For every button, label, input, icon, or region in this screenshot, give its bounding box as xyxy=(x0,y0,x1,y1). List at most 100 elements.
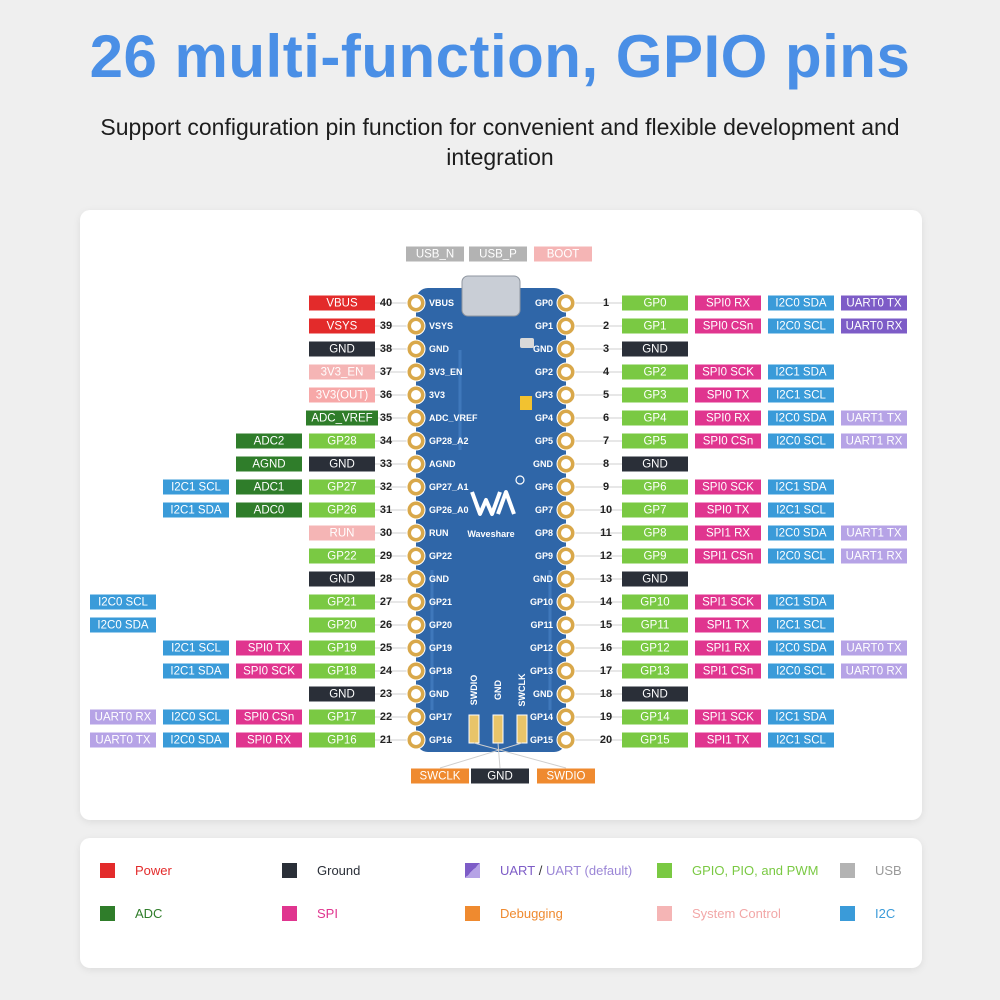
legend-item-uart: UART / UART (default) xyxy=(465,863,632,878)
pin-number: 8 xyxy=(603,458,609,470)
pin-number: 4 xyxy=(603,366,610,378)
pin-hole xyxy=(411,528,421,538)
pin-number: 18 xyxy=(600,688,612,700)
svg-text:GND: GND xyxy=(329,459,355,471)
svg-text:SPI0 TX: SPI0 TX xyxy=(707,390,750,402)
svg-text:SPI1 SCK: SPI1 SCK xyxy=(702,712,754,724)
debug-pad-label: GND xyxy=(493,680,503,701)
svg-text:ADC_VREF: ADC_VREF xyxy=(311,413,372,425)
pin-silk-label: GP9 xyxy=(535,551,553,561)
pin-number: 13 xyxy=(600,573,612,585)
svg-text:SWDIO: SWDIO xyxy=(547,771,586,783)
svg-text:SPI0 CSn: SPI0 CSn xyxy=(703,321,754,333)
pin-function-label: UART1 TX xyxy=(841,410,907,426)
pin-hole xyxy=(411,735,421,745)
legend-item-i2c: I2C xyxy=(840,906,895,921)
svg-text:GND: GND xyxy=(642,689,668,701)
pin-function-label: GP21 xyxy=(309,594,375,610)
pin-hole xyxy=(561,298,571,308)
pin-function-label: I2C0 SDA xyxy=(768,525,834,541)
legend-label: I2C xyxy=(875,906,896,921)
svg-text:SPI1 RX: SPI1 RX xyxy=(706,528,750,540)
pin-function-label: SPI0 CSn xyxy=(236,709,302,725)
pin-silk-label: GP21 xyxy=(429,597,452,607)
svg-text:UART1 RX: UART1 RX xyxy=(846,551,903,563)
pin-hole xyxy=(561,551,571,561)
pin-silk-label: GP15 xyxy=(530,735,553,745)
pin-function-label: SPI1 CSn xyxy=(695,663,761,679)
pin-hole xyxy=(411,597,421,607)
bottom-connector-label: SWCLK xyxy=(411,768,469,784)
page-title: 26 multi-function, GPIO pins xyxy=(89,23,911,90)
pin-function-label: GP17 xyxy=(309,709,375,725)
pin-silk-label: GND xyxy=(429,574,450,584)
svg-text:I2C1 SCL: I2C1 SCL xyxy=(776,390,826,402)
pin-function-label: SPI0 TX xyxy=(695,387,761,403)
pin-hole xyxy=(411,574,421,584)
pin-number: 34 xyxy=(380,435,393,447)
svg-text:SPI0 RX: SPI0 RX xyxy=(247,735,291,747)
pin-number: 36 xyxy=(380,389,392,401)
svg-text:VBUS: VBUS xyxy=(326,298,358,310)
svg-text:I2C0 SDA: I2C0 SDA xyxy=(775,298,826,310)
svg-text:I2C0 SCL: I2C0 SCL xyxy=(776,666,826,678)
pin-function-label: I2C0 SCL xyxy=(768,548,834,564)
svg-text:UART0 TX: UART0 TX xyxy=(95,735,151,747)
pin-silk-label: GP12 xyxy=(530,643,553,653)
svg-text:GP10: GP10 xyxy=(640,597,669,609)
logo-text: Waveshare xyxy=(467,529,514,539)
pin-function-label: ADC2 xyxy=(236,433,302,449)
legend-label: USB xyxy=(875,863,902,878)
pin-function-label: GND xyxy=(622,341,688,357)
pin-hole xyxy=(411,298,421,308)
pin-function-label: SPI1 TX xyxy=(695,732,761,748)
pin-function-label: RUN xyxy=(309,525,375,541)
legend-item-gpio: GPIO, PIO, and PWM xyxy=(657,863,818,878)
pin-function-label: I2C0 SDA xyxy=(768,410,834,426)
pin-function-label: GP26 xyxy=(309,502,375,518)
pin-number: 17 xyxy=(600,665,612,677)
pin-function-label: GP28 xyxy=(309,433,375,449)
legend-label: Debugging xyxy=(500,906,563,921)
pin-function-label: GP6 xyxy=(622,479,688,495)
pin-function-label: I2C0 SCL xyxy=(768,433,834,449)
pin-function-label: I2C0 SCL xyxy=(768,318,834,334)
svg-text:I2C1 SDA: I2C1 SDA xyxy=(775,367,826,379)
svg-text:GP27: GP27 xyxy=(327,482,356,494)
pin-function-label: SPI0 SCK xyxy=(695,479,761,495)
svg-text:GP15: GP15 xyxy=(640,735,669,747)
pin-number: 9 xyxy=(603,481,609,493)
pin-hole xyxy=(561,505,571,515)
pin-function-label: AGND xyxy=(236,456,302,472)
pin-hole xyxy=(411,367,421,377)
pin-number: 24 xyxy=(380,665,393,677)
pin-silk-label: GP0 xyxy=(535,298,553,308)
pin-silk-label: GP17 xyxy=(429,712,452,722)
legend-swatch xyxy=(840,863,855,878)
svg-text:SPI0 TX: SPI0 TX xyxy=(248,643,291,655)
legend-swatch xyxy=(657,906,672,921)
legend-label: UART xyxy=(500,863,536,878)
pin-function-label: I2C0 SCL xyxy=(90,594,156,610)
svg-text:3V3_EN: 3V3_EN xyxy=(321,367,364,379)
pin-function-label: GP7 xyxy=(622,502,688,518)
svg-text:SPI1 TX: SPI1 TX xyxy=(707,620,750,632)
svg-text:I2C0 SDA: I2C0 SDA xyxy=(775,528,826,540)
pin-hole xyxy=(411,413,421,423)
pin-function-label: SPI1 RX xyxy=(695,525,761,541)
pin-function-label: UART0 TX xyxy=(90,732,156,748)
svg-text:SPI0 SCK: SPI0 SCK xyxy=(702,367,754,379)
bottom-connector-label: GND xyxy=(471,768,529,784)
svg-text:SPI0 SCK: SPI0 SCK xyxy=(702,482,754,494)
pin-number: 33 xyxy=(380,458,392,470)
pin-hole xyxy=(561,666,571,676)
pin-function-label: I2C0 SDA xyxy=(768,295,834,311)
svg-text:GP3: GP3 xyxy=(643,390,666,402)
pin-function-label: I2C0 SCL xyxy=(163,709,229,725)
legend-label: / xyxy=(535,863,546,878)
pin-function-label: I2C1 SDA xyxy=(768,364,834,380)
pin-silk-label: GND xyxy=(429,689,450,699)
pin-function-label: GND xyxy=(309,456,375,472)
pin-number: 37 xyxy=(380,366,392,378)
debug-pad-label: SWDIO xyxy=(469,675,479,706)
